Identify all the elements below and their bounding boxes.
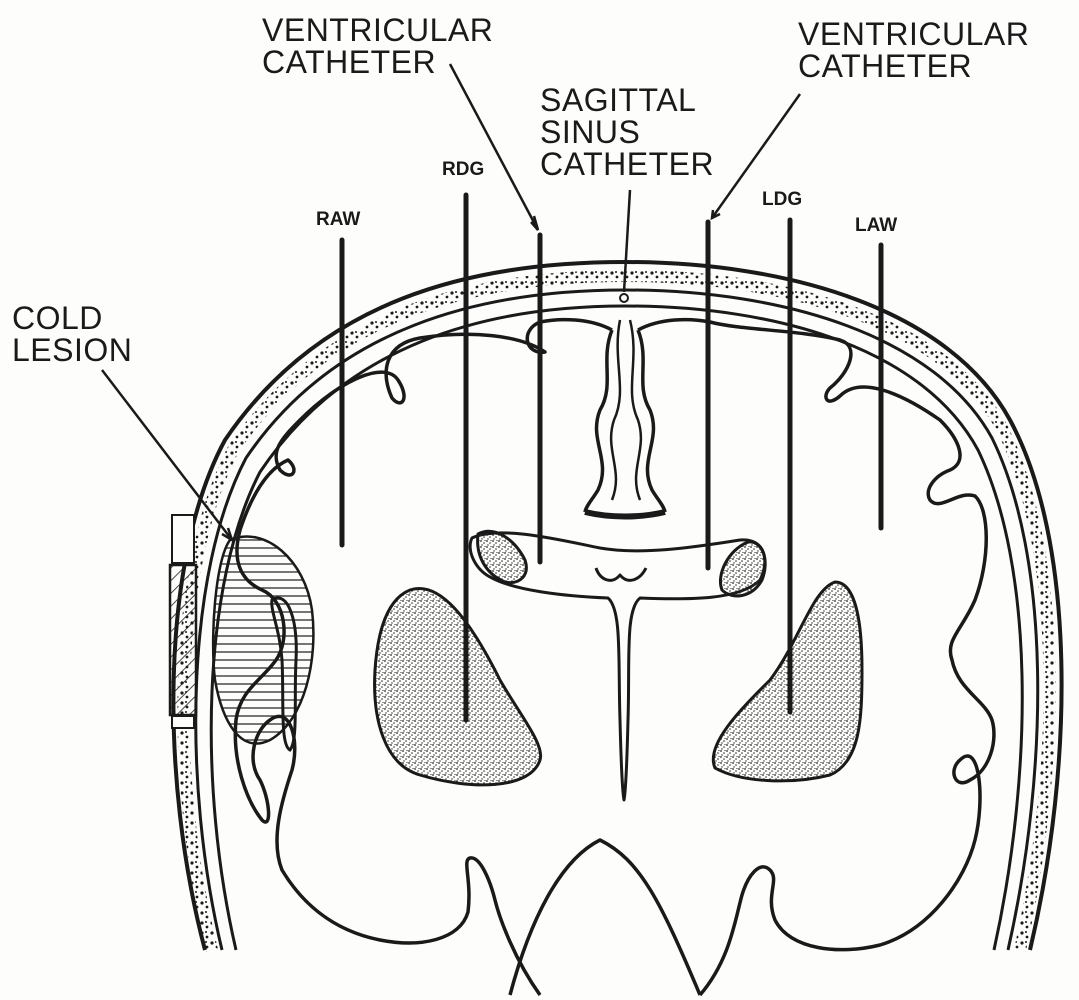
fissure-inner-left	[611, 320, 620, 500]
label-line: COLD	[12, 302, 132, 334]
label-line: VENTRICULAR	[262, 14, 493, 46]
label-line: CATHETER	[798, 50, 1029, 82]
fissure-inner-right	[630, 320, 641, 500]
sagittal-sinus-catheter-tip	[620, 294, 628, 302]
right-deep-gray-region	[375, 588, 541, 784]
label-line: LESION	[12, 334, 132, 366]
label-ldg: LDG	[762, 190, 802, 209]
label-line: CATHETER	[262, 46, 493, 78]
label-line: VENTRICULAR	[798, 18, 1029, 50]
label-ventricular-catheter-left: VENTRICULAR CATHETER	[798, 18, 1029, 82]
label-raw: RAW	[316, 210, 360, 229]
leader-right-ventricular	[450, 64, 538, 230]
brainstem-notch	[510, 840, 700, 995]
label-cold-lesion: COLD LESION	[12, 302, 132, 366]
midline-fissure-left	[585, 330, 612, 512]
fissure-base	[585, 512, 665, 517]
label-line: SAGITTAL	[540, 84, 714, 116]
midline-fissure-right	[638, 330, 665, 512]
label-ventricular-catheter-right: VENTRICULAR CATHETER	[262, 14, 493, 78]
bone-defect	[170, 515, 196, 728]
label-law: LAW	[855, 216, 897, 235]
label-sagittal-sinus-catheter: SAGITTAL SINUS CATHETER	[540, 84, 714, 180]
label-line: SINUS	[540, 116, 714, 148]
label-rdg: RDG	[442, 160, 484, 179]
cold-lesion-region	[213, 536, 313, 750]
label-line: CATHETER	[540, 148, 714, 180]
leader-cold-lesion	[102, 370, 232, 540]
